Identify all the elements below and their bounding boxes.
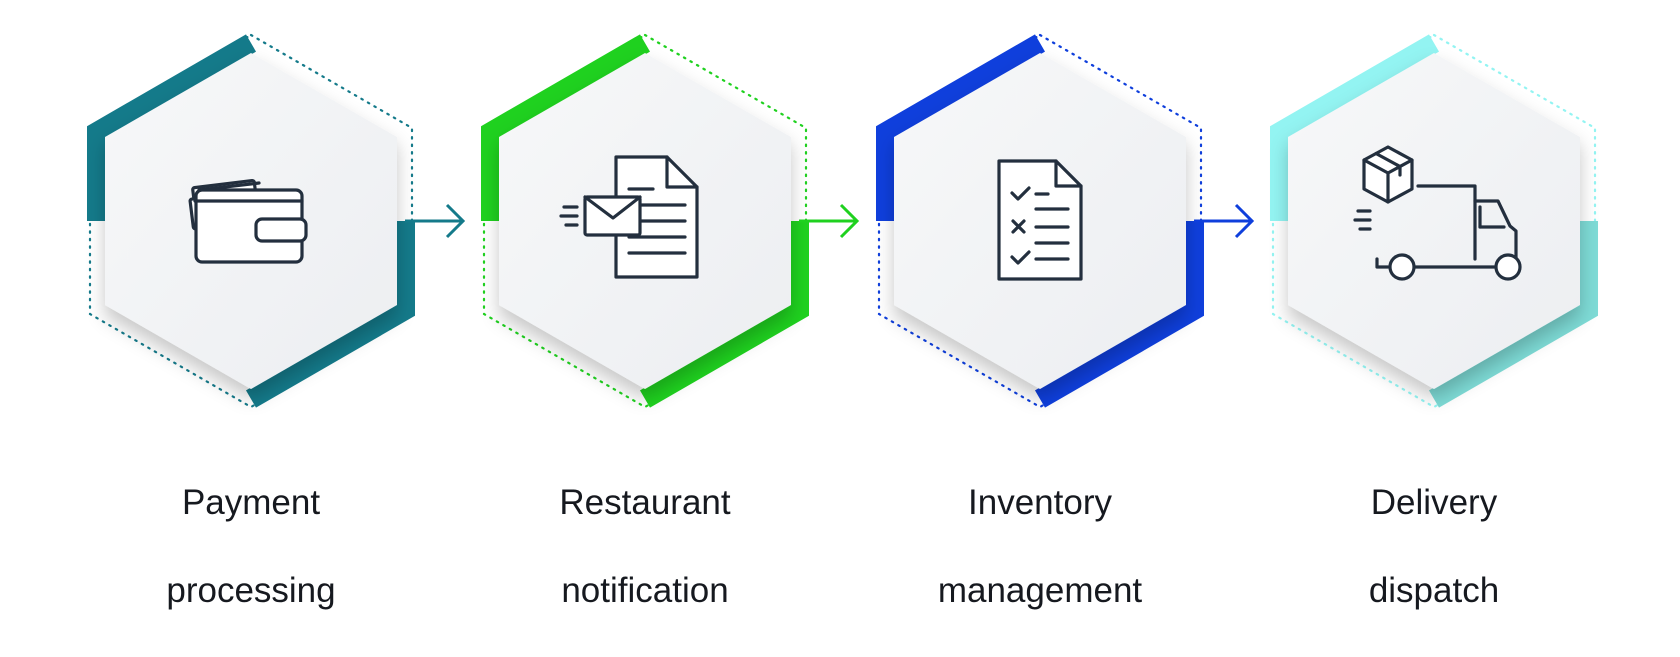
accent-border-lower-payment	[245, 221, 415, 408]
accent-border-lower-delivery	[1428, 221, 1598, 408]
accent-border-lower-inventory	[1034, 221, 1204, 408]
step-label-delivery: Delivery dispatch	[1274, 437, 1594, 657]
step-restaurant	[481, 33, 809, 409]
step-delivery	[1270, 33, 1598, 409]
step-label-line: management	[937, 571, 1143, 610]
step-inventory	[876, 33, 1204, 409]
step-label-restaurant: Restaurant notification	[485, 437, 805, 657]
accent-border-upper-delivery	[1270, 34, 1440, 221]
step-payment	[87, 33, 415, 409]
step-label-line: dispatch	[1368, 571, 1500, 610]
step-label-line: Inventory	[968, 483, 1112, 522]
checklist-icon	[997, 159, 1083, 281]
wallet-icon	[188, 178, 308, 264]
hexagon-face-delivery	[1288, 53, 1580, 389]
arrow-restaurant-to-inventory	[799, 203, 860, 239]
process-flow-graphic	[87, 33, 1598, 409]
accent-border-upper-restaurant	[481, 34, 651, 221]
delivery-truck-icon	[1353, 145, 1522, 281]
step-label-payment: Payment processing	[91, 437, 411, 657]
accent-border-upper-inventory	[876, 34, 1046, 221]
step-label-line: Payment	[181, 483, 321, 522]
step-label-line: notification	[561, 571, 729, 610]
step-label-line: Delivery	[1370, 483, 1498, 522]
step-label-line: Restaurant	[559, 483, 731, 522]
step-label-inventory: Inventory management	[880, 437, 1200, 657]
accent-border-upper-payment	[87, 34, 257, 221]
accent-border-lower-restaurant	[639, 221, 809, 408]
email-document-icon	[559, 155, 699, 279]
process-diagram: Payment processing Restaurant notificati…	[87, 33, 1598, 610]
arrow-payment-to-restaurant	[405, 203, 466, 239]
arrow-inventory-to-delivery	[1194, 203, 1255, 239]
step-label-line: processing	[166, 571, 336, 610]
